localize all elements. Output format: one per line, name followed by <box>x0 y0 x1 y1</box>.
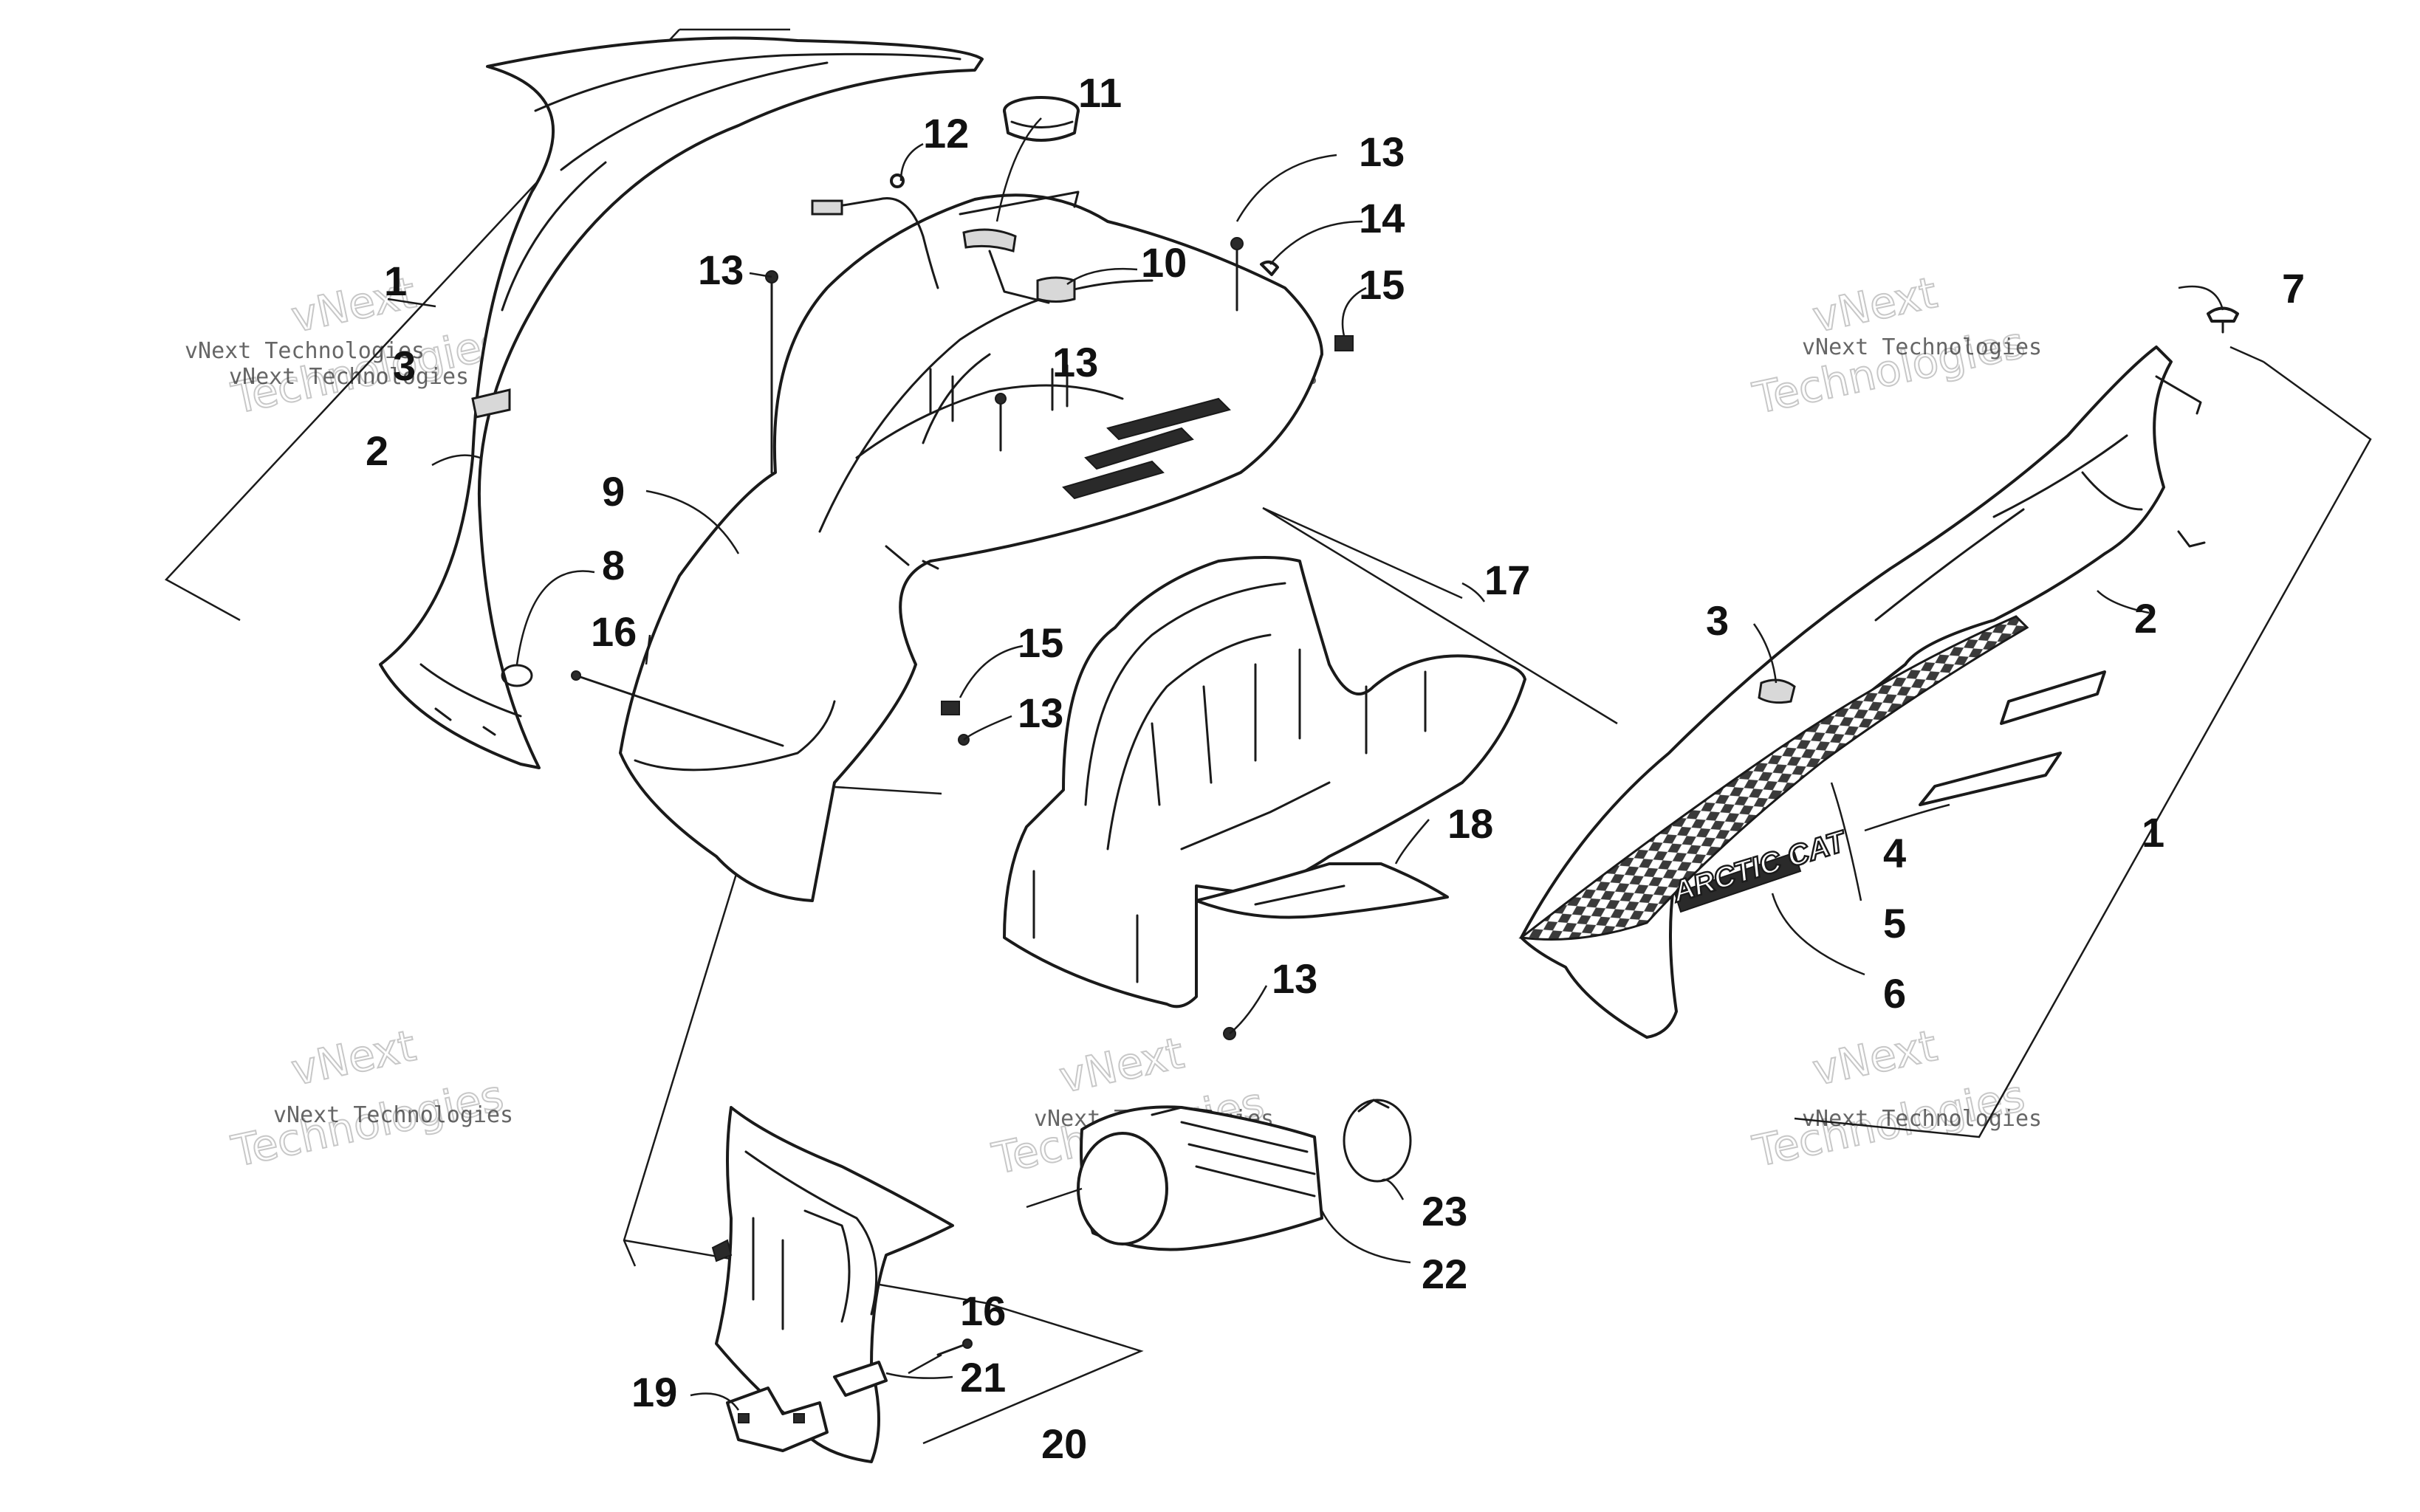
watermark-top-right: vNext Technologies vNext Technologies <box>1748 267 2042 425</box>
callout-3: 3 <box>1706 597 1729 644</box>
watermark-company: vNext Technologies <box>1802 334 2042 360</box>
callout-2: 2 <box>2134 595 2157 642</box>
right-side-panel: ARCTIC CAT <box>1518 346 2206 1039</box>
callout-22: 22 <box>1422 1251 1467 1297</box>
callout-20: 20 <box>1041 1420 1087 1467</box>
callout-13: 13 <box>1052 339 1098 385</box>
callout-16: 16 <box>960 1288 1006 1334</box>
connector-12 <box>811 173 939 289</box>
pins-16 <box>571 670 973 1356</box>
watermark-vnext: vNext <box>1055 1028 1188 1103</box>
callout-4: 4 <box>1883 830 1906 876</box>
left-side-panel <box>379 36 984 769</box>
watermark-vnext: vNext <box>1809 267 1941 343</box>
callout-18: 18 <box>1447 800 1493 847</box>
decal-4b <box>2000 670 2106 725</box>
patch-21 <box>833 1361 888 1397</box>
callout-16: 16 <box>591 608 637 655</box>
callout-12: 12 <box>923 110 969 157</box>
callout-labels: 1 1 2 2 3 3 4 5 6 7 8 9 10 11 12 13 13 1… <box>366 69 2305 1467</box>
air-duct <box>1077 1099 1412 1251</box>
watermark-bottom-left: vNext Technologies vNext Technologies <box>227 1020 513 1178</box>
callout-2: 2 <box>366 427 388 474</box>
callout-3: 3 <box>393 343 416 389</box>
callout-14: 14 <box>1359 195 1405 241</box>
storage-tub <box>1003 556 1526 1008</box>
callout-1: 1 <box>384 258 407 304</box>
leader-lines <box>387 117 2224 1411</box>
decal-4 <box>1919 752 2062 806</box>
hood-assembly <box>619 190 1323 902</box>
o-ring-8 <box>501 664 533 687</box>
foam-pad-10 <box>1036 276 1076 303</box>
callout-10: 10 <box>1141 239 1187 286</box>
bumper-shell <box>715 1106 954 1463</box>
bracket-19 <box>726 1386 829 1452</box>
hose-clamp-23 <box>1343 1099 1412 1183</box>
push-rivet-7 <box>2207 306 2239 334</box>
bracket-side-panel-left <box>164 28 790 622</box>
callout-15: 15 <box>1359 261 1405 308</box>
callout-13: 13 <box>1359 128 1405 175</box>
callout-13: 13 <box>1018 690 1063 736</box>
foam-pad-3 <box>1758 678 1796 704</box>
clips-14-15 <box>941 260 1354 715</box>
callout-9: 9 <box>602 468 625 515</box>
callout-8: 8 <box>602 542 625 588</box>
group-brackets <box>164 28 2372 1445</box>
foam-pad <box>471 388 511 419</box>
callout-5: 5 <box>1883 900 1906 946</box>
hood-vent-slot <box>1084 427 1194 470</box>
watermark-company: vNext Technologies <box>1802 1106 2042 1132</box>
hood-vent-slot <box>1062 460 1165 500</box>
clip-15 <box>941 701 960 715</box>
callout-23: 23 <box>1422 1188 1467 1234</box>
callout-13: 13 <box>698 247 744 293</box>
brand-plate <box>1673 851 1802 913</box>
callout-21: 21 <box>960 1354 1006 1401</box>
duct-opening <box>1077 1132 1168 1245</box>
bracket-storage-tub <box>1262 506 1618 725</box>
tub-outer <box>1003 556 1526 1008</box>
watermark-technologies: Technologies <box>1749 317 2029 424</box>
gasket-11 <box>1003 96 1080 142</box>
watermark-bottom-right: vNext Technologies vNext Technologies <box>1748 1020 2042 1178</box>
mesh-decal-5 <box>1518 615 2029 941</box>
watermark-top-left: vNext Technologies vNext Technologies vN… <box>185 267 508 425</box>
filler-neck-cup <box>962 228 1017 252</box>
watermark-vnext: vNext <box>287 1020 420 1096</box>
bracket-side-panel-right <box>1794 346 2372 1138</box>
callout-19: 19 <box>631 1369 677 1415</box>
callout-1: 1 <box>2142 809 2164 856</box>
front-bumper <box>711 1106 954 1463</box>
hood-vent-slot <box>1106 397 1231 441</box>
callout-11: 11 <box>1078 69 1122 116</box>
watermark-company: vNext Technologies <box>229 364 469 390</box>
clip-15 <box>1334 335 1354 351</box>
callout-7: 7 <box>2282 265 2305 312</box>
clip-14 <box>1260 260 1279 276</box>
side-panel-shell <box>379 36 984 769</box>
watermark-company: vNext Technologies <box>273 1102 513 1128</box>
callout-6: 6 <box>1883 970 1906 1017</box>
watermark-vnext: vNext <box>1809 1020 1941 1096</box>
callout-13: 13 <box>1272 955 1317 1002</box>
callout-17: 17 <box>1484 557 1530 603</box>
callout-15: 15 <box>1018 619 1063 666</box>
hood-shell <box>619 193 1323 902</box>
watermark-company: vNext Technologies <box>185 338 425 364</box>
